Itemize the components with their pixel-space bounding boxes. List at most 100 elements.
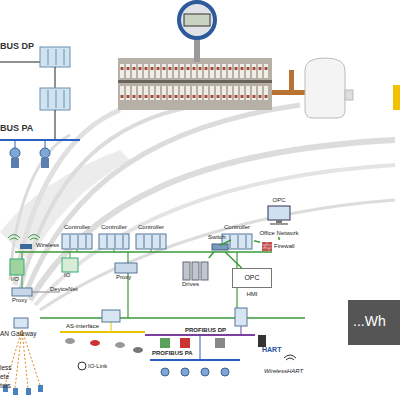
node-text: HMI [233, 291, 271, 298]
node-text: Controller [60, 224, 94, 231]
network-label: BUS PA [0, 124, 33, 134]
network-buses-shape [15, 251, 272, 253]
device-icons-shape [90, 340, 100, 346]
field-network-top [0, 47, 80, 168]
field-network-top-shape [0, 139, 80, 141]
network-label: less [0, 364, 12, 371]
device-icons-shape [115, 342, 125, 348]
node-text: OPC [256, 197, 302, 204]
network-label: BUS DP [0, 42, 34, 52]
gauge-photo-shape [118, 58, 272, 110]
firewall-node: Firewall [260, 240, 298, 253]
device-icons-shape [183, 262, 190, 280]
network-label: PROFIBUS DP [185, 327, 226, 334]
gauge-photo-shape [184, 14, 210, 26]
network-label: Proxy [12, 297, 27, 304]
network-link [278, 237, 280, 240]
device-icons-shape [13, 388, 18, 395]
controller-racks-shape [77, 249, 78, 252]
field-network-top-shape [15, 140, 16, 148]
device-icons-shape [284, 355, 296, 360]
swoosh-curves [0, 105, 395, 310]
node-text: Office Network [256, 230, 302, 237]
network-link [225, 252, 242, 268]
device-icons-shape [201, 368, 209, 376]
network-label: DeviceNet [50, 286, 78, 293]
wireless-transmitter-photo-shape [305, 58, 345, 118]
gauge-photo-shape [179, 2, 215, 38]
field-network-top-shape [0, 62, 40, 63]
device-icons-shape [65, 338, 75, 344]
field-network-top-shape [55, 110, 56, 140]
network-buses-shape [70, 252, 71, 258]
network-link [220, 240, 231, 246]
gauge-photo-shape [118, 80, 272, 83]
device-icons-shape [12, 288, 32, 296]
network-label: WirelessHART [264, 368, 303, 375]
device-icons-shape [262, 242, 272, 251]
node-text: Controller [97, 224, 131, 231]
device-icons-shape [212, 244, 228, 250]
field-network-top-shape [40, 47, 70, 67]
network-label: tors [0, 382, 11, 389]
controller-racks-shape [62, 234, 92, 249]
office-computer: OPC Office Network [256, 197, 302, 237]
device-icons-shape [192, 262, 199, 280]
device-icons-shape [270, 223, 288, 225]
device-icons-shape [262, 242, 272, 251]
network-buses [15, 252, 305, 360]
field-network-top-shape [11, 158, 19, 168]
field-network-top-shape [64, 90, 65, 108]
device-icons-shape [14, 318, 28, 328]
device-icons-shape [78, 362, 86, 370]
swoosh-curves-shape [25, 105, 300, 295]
device-icons-shape [258, 335, 266, 347]
device-icons-shape [235, 308, 247, 326]
device-icons-shape [115, 263, 137, 273]
dark-panel: ...Wh [348, 300, 400, 345]
network-label: Wireless [36, 242, 59, 249]
wireless-transmitter-photo-shape [393, 85, 400, 110]
controller-node: Controller [97, 224, 131, 250]
swoosh-curves-shape [0, 150, 130, 262]
device-icons-shape [38, 385, 43, 392]
wireless-transmitter-photo [272, 58, 400, 118]
device-icons-shape [161, 368, 169, 376]
controller-racks-shape [114, 249, 115, 252]
field-network-top-shape [41, 158, 49, 168]
controller-racks [62, 234, 252, 252]
drives-node: Drives [180, 258, 212, 288]
device-icons-shape [28, 235, 40, 241]
field-network-top-shape [45, 140, 46, 148]
device-icons-shape [62, 258, 78, 272]
swoosh-curves-shape [35, 165, 395, 305]
device-icons-shape [201, 262, 208, 280]
device-icons-shape [268, 206, 290, 220]
device-icons-shape [180, 338, 190, 348]
gauge-photo-shape [120, 86, 270, 100]
node-text: OPC [233, 274, 271, 282]
network-label: HART [262, 346, 281, 354]
swoosh-curves-shape [40, 200, 395, 310]
field-network-top-shape [56, 90, 57, 108]
network-buses-shape [127, 252, 128, 318]
controller-racks-shape [99, 234, 129, 249]
network-label: IO-Link [88, 363, 107, 370]
field-network-top-shape [55, 67, 56, 88]
network-buses-shape [200, 335, 201, 360]
device-icons-shape [20, 244, 32, 249]
node-text: Controller [134, 224, 168, 231]
node-text: Firewall [274, 243, 295, 250]
swoosh-curves-shape [10, 135, 70, 280]
node-text: Controller [220, 224, 254, 231]
device-icons-shape [102, 310, 120, 322]
device-icons-shape [276, 220, 282, 223]
field-network-top-shape [48, 90, 49, 108]
field-network-top-shape [56, 49, 57, 65]
network-label: AS-interface [66, 323, 99, 330]
device-icons-shape [181, 368, 189, 376]
network-link [209, 252, 214, 258]
